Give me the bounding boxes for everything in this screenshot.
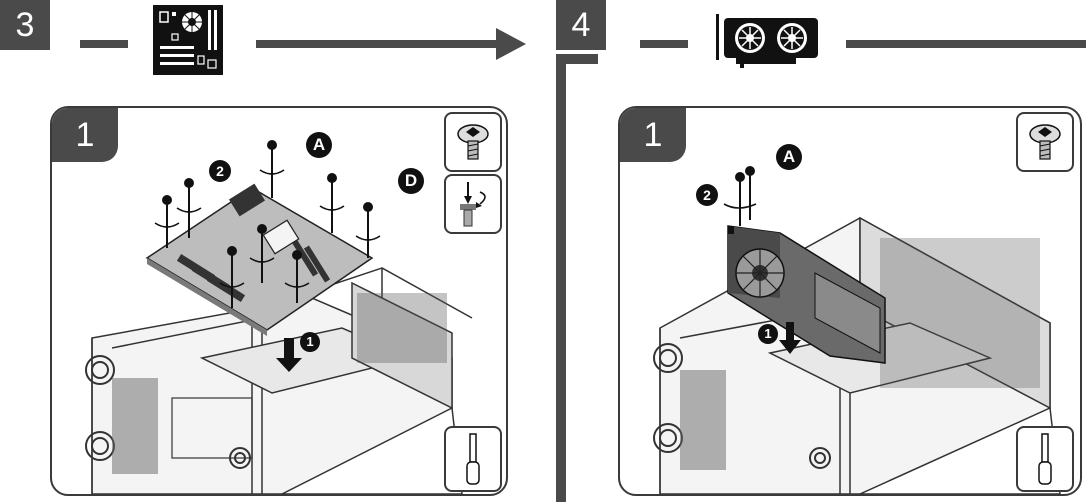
header-dash <box>640 40 688 48</box>
header-line <box>846 40 1086 48</box>
step-number-4: 4 <box>556 0 606 50</box>
motherboard-icon <box>152 4 224 76</box>
graphics-card-icon <box>716 10 822 70</box>
divider-corner <box>556 54 598 64</box>
callout-D: D <box>398 168 424 194</box>
screw-icon <box>444 112 502 172</box>
panel-number: 1 <box>52 108 118 162</box>
callout-A: A <box>306 132 332 158</box>
callout-1: 1 <box>300 332 320 352</box>
screwdriver-icon <box>1016 426 1074 492</box>
install-panel-graphics-card: 1 <box>618 106 1082 496</box>
panel-number: 1 <box>620 108 686 162</box>
arrow-right-icon <box>496 28 526 60</box>
callout-2: 2 <box>209 160 231 182</box>
step-number-3: 3 <box>0 0 50 50</box>
step-divider <box>556 54 566 502</box>
callout-1: 1 <box>758 324 778 344</box>
standoff-detail <box>444 174 502 234</box>
screw-icon <box>1016 112 1074 172</box>
screwdriver-icon <box>444 426 502 492</box>
motherboard-install-illustration <box>85 140 473 494</box>
header-dash <box>80 40 128 48</box>
callout-A: A <box>776 144 802 170</box>
header-arrow-line <box>256 40 500 48</box>
graphics-card-install-illustration <box>653 166 1061 494</box>
callout-2: 2 <box>696 184 718 206</box>
install-panel-motherboard: 1 <box>50 106 508 496</box>
